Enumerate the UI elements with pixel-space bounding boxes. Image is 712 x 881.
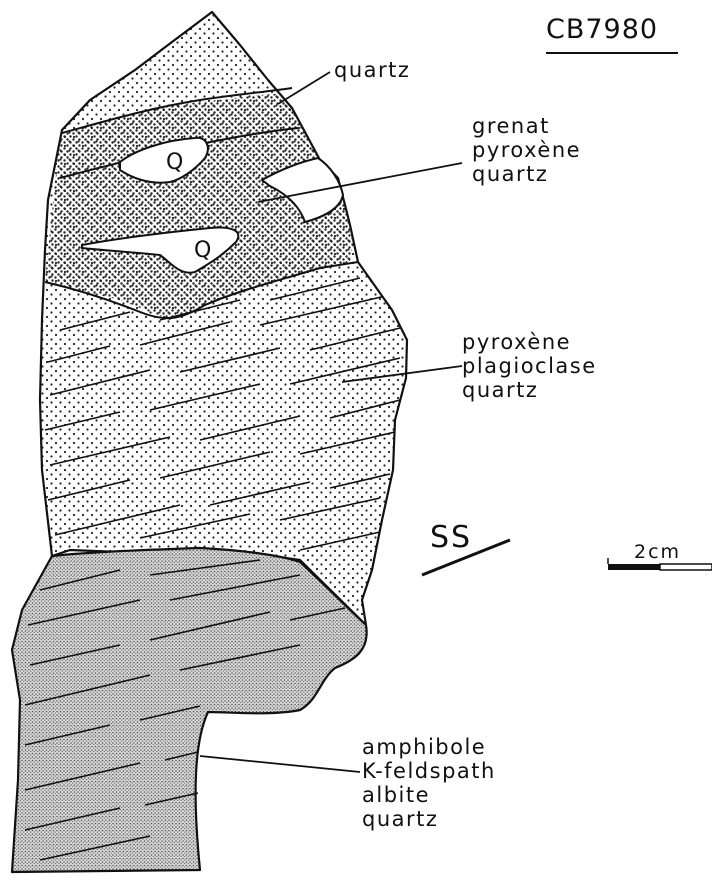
title-underline	[546, 52, 678, 54]
label-grenat-line-3: quartz	[472, 162, 581, 186]
scale-label: 2cm	[634, 541, 681, 563]
label-amphibole-line-3: albite	[362, 783, 496, 807]
sample-title: CB7980	[546, 14, 658, 45]
label-amphibole-line-1: amphibole	[362, 735, 496, 759]
label-quartz-line-1: quartz	[334, 58, 410, 82]
label-quartz: quartz	[334, 58, 410, 82]
quartz-vein-marker-1: Q	[166, 150, 183, 175]
quartz-vein-marker-2: Q	[194, 238, 211, 263]
label-amphibole-line-4: quartz	[362, 807, 496, 831]
label-grenat-line-1: grenat	[472, 114, 581, 138]
label-pyroxene-line-2: plagioclase	[462, 354, 597, 378]
label-amphibole-group: amphibole K-feldspath albite quartz	[362, 735, 496, 831]
label-grenat-group: grenat pyroxène quartz	[472, 114, 581, 186]
label-pyroxene-group: pyroxène plagioclase quartz	[462, 330, 597, 402]
leader-amphibole	[200, 756, 360, 772]
label-pyroxene-line-1: pyroxène	[462, 330, 597, 354]
label-pyroxene-line-3: quartz	[462, 378, 597, 402]
label-amphibole-line-2: K-feldspath	[362, 759, 496, 783]
foliation-label: SS	[430, 520, 472, 555]
label-grenat-line-2: pyroxène	[472, 138, 581, 162]
